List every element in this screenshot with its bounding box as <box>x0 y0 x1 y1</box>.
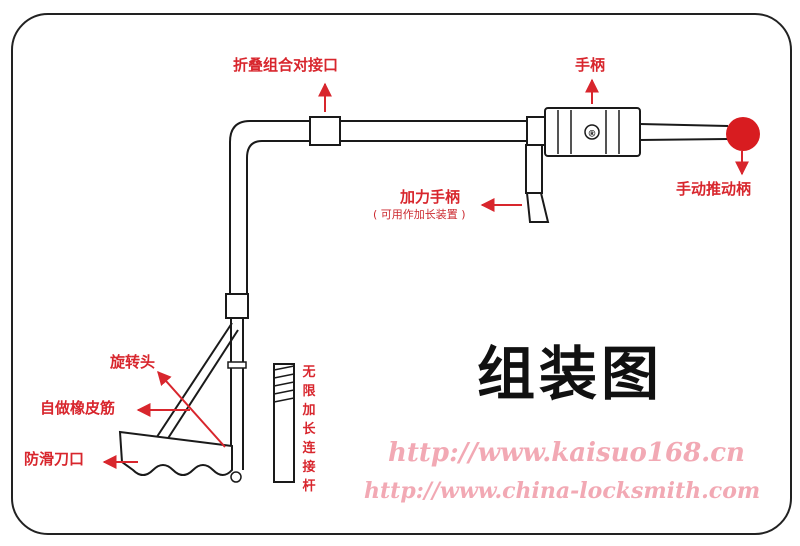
extension-rod <box>273 363 295 483</box>
pivot-pin <box>230 471 242 483</box>
watermark-url-1: http://www.kaisuo168.cn <box>388 438 745 468</box>
label-handle: 手柄 <box>575 56 606 74</box>
fold-joint-collar <box>309 116 341 146</box>
handle-grip <box>526 107 641 157</box>
tube-bend <box>229 120 263 159</box>
diagram-title: 组装图 <box>477 340 664 408</box>
watermark-url-2: http://www.china-locksmith.com <box>364 478 761 504</box>
label-fold-joint: 折叠组合对接口 <box>233 56 339 74</box>
label-manual-push-handle: 手动推动柄 <box>676 180 752 198</box>
label-rubber-band: 自做橡皮筋 <box>40 399 116 417</box>
label-force-handle-note: ( 可用作加长装置 ) <box>373 208 466 221</box>
small-collar <box>227 361 247 369</box>
arrow-rotating-head <box>157 370 226 448</box>
label-force-handle: 加力手柄 <box>400 188 461 206</box>
lower-coupling <box>225 293 249 319</box>
force-handle <box>525 144 550 223</box>
label-extension-rod: 无限加长连接杆 <box>302 365 316 494</box>
vertical-tube <box>229 142 248 294</box>
registered-mark: ® <box>588 130 597 140</box>
horizontal-tube <box>250 120 530 142</box>
label-rotating-head: 旋转头 <box>110 353 156 371</box>
label-anti-slip-blade: 防滑刀口 <box>24 450 85 468</box>
diagram-frame <box>11 13 792 535</box>
callout-arrows <box>102 78 749 469</box>
push-rod <box>639 123 729 141</box>
lower-tube <box>230 318 244 470</box>
blade-head <box>118 430 233 476</box>
manual-push-knob[interactable] <box>726 117 760 151</box>
